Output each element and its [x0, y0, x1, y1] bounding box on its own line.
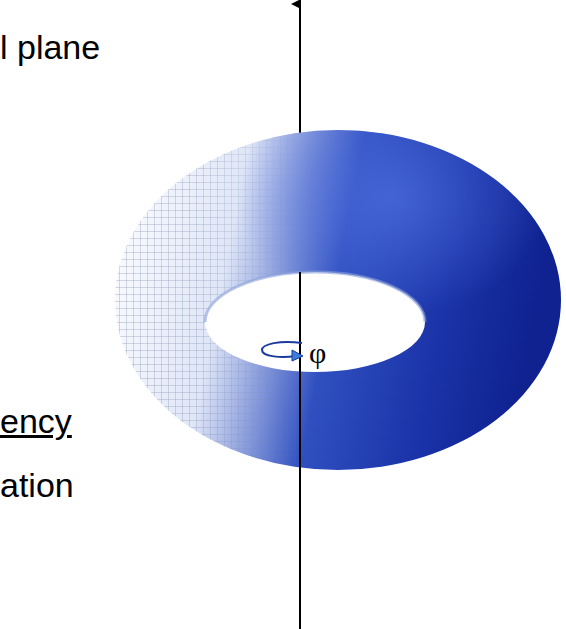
cropped-underlined-term: ency: [0, 404, 72, 438]
angle-symbol: φ: [309, 338, 326, 368]
cropped-heading: l plane: [0, 30, 100, 64]
cropped-text: ation: [0, 468, 74, 502]
